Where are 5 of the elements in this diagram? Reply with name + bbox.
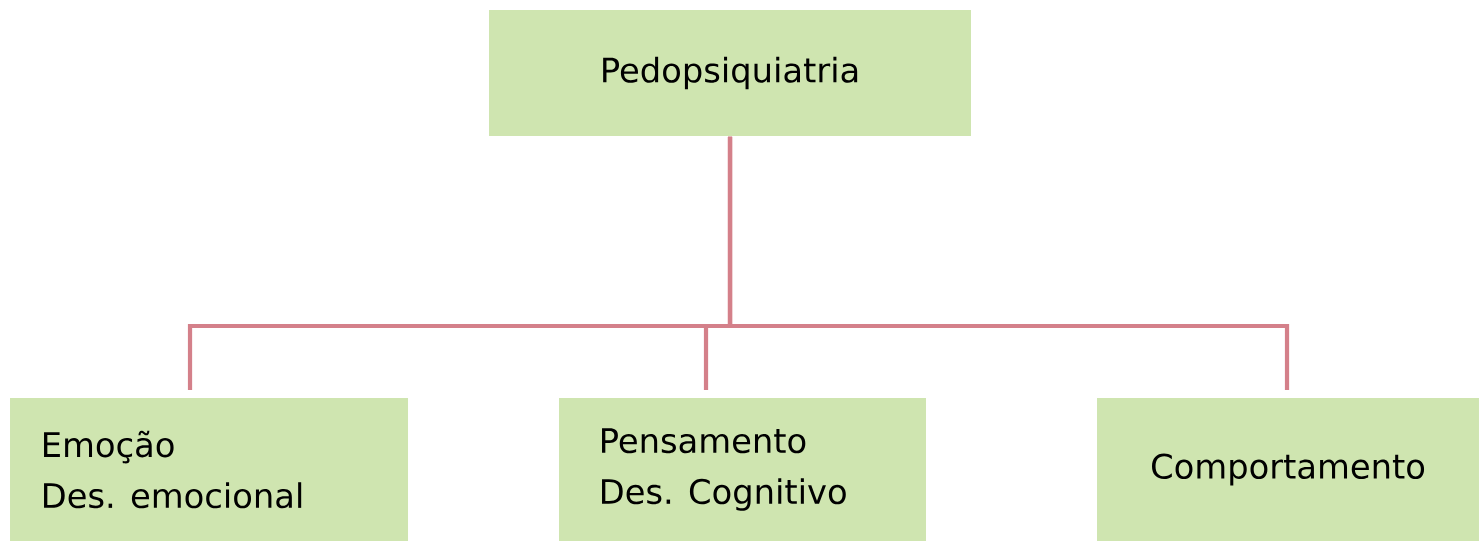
connector-line (727, 136, 1290, 390)
category-box: Pensamento Des. Cognitivo (559, 398, 926, 541)
category-box: Comportamento (1097, 398, 1479, 541)
category-box: Pedopsiquiatria (489, 10, 971, 136)
category-box: Emoção Des. emocional (10, 398, 408, 541)
